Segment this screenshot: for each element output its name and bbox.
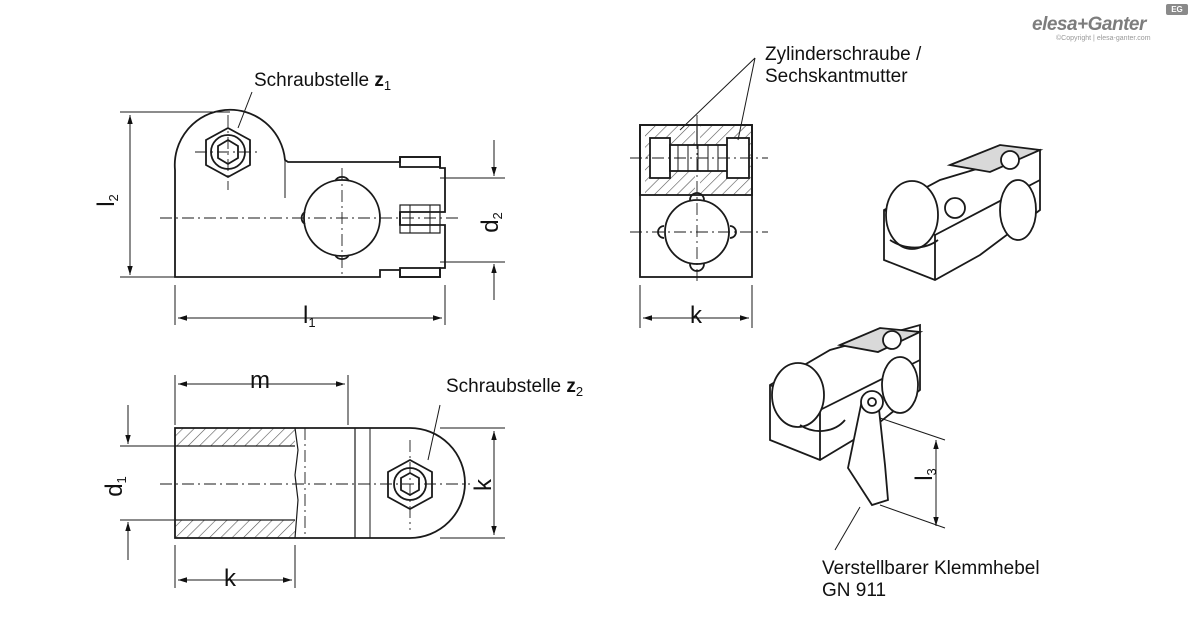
dim-k-front: k [690, 302, 702, 329]
dim-d2: d2 [476, 212, 505, 233]
dim-l1: l1 [303, 302, 316, 331]
dim-d1: d1 [100, 476, 129, 497]
dim-m: m [250, 367, 270, 394]
label-cap-screw: Zylinderschraube / Sechskantmutter [765, 44, 922, 87]
label-lever: Verstellbarer Klemmhebel GN 911 [822, 558, 1040, 601]
iso-view-clamp [883, 144, 1044, 281]
logo-badge: EG [1166, 4, 1188, 15]
label-screw-point-z1: Schraubstelle z1 [254, 70, 392, 93]
front-view [639, 124, 753, 278]
copyright-text: ©Copyright | elesa-ganter.com [1056, 35, 1151, 42]
dim-k-right: k [470, 479, 497, 491]
dim-k-top: k [224, 565, 236, 592]
iso-view-lever [769, 323, 924, 507]
top-view [174, 427, 466, 539]
dim-l3: l3 [910, 468, 939, 481]
dim-l2: l2 [92, 194, 121, 207]
side-view [173, 108, 446, 278]
logo-text: elesa+Ganter [1032, 14, 1146, 35]
label-screw-point-z2: Schraubstelle z2 [446, 376, 584, 399]
